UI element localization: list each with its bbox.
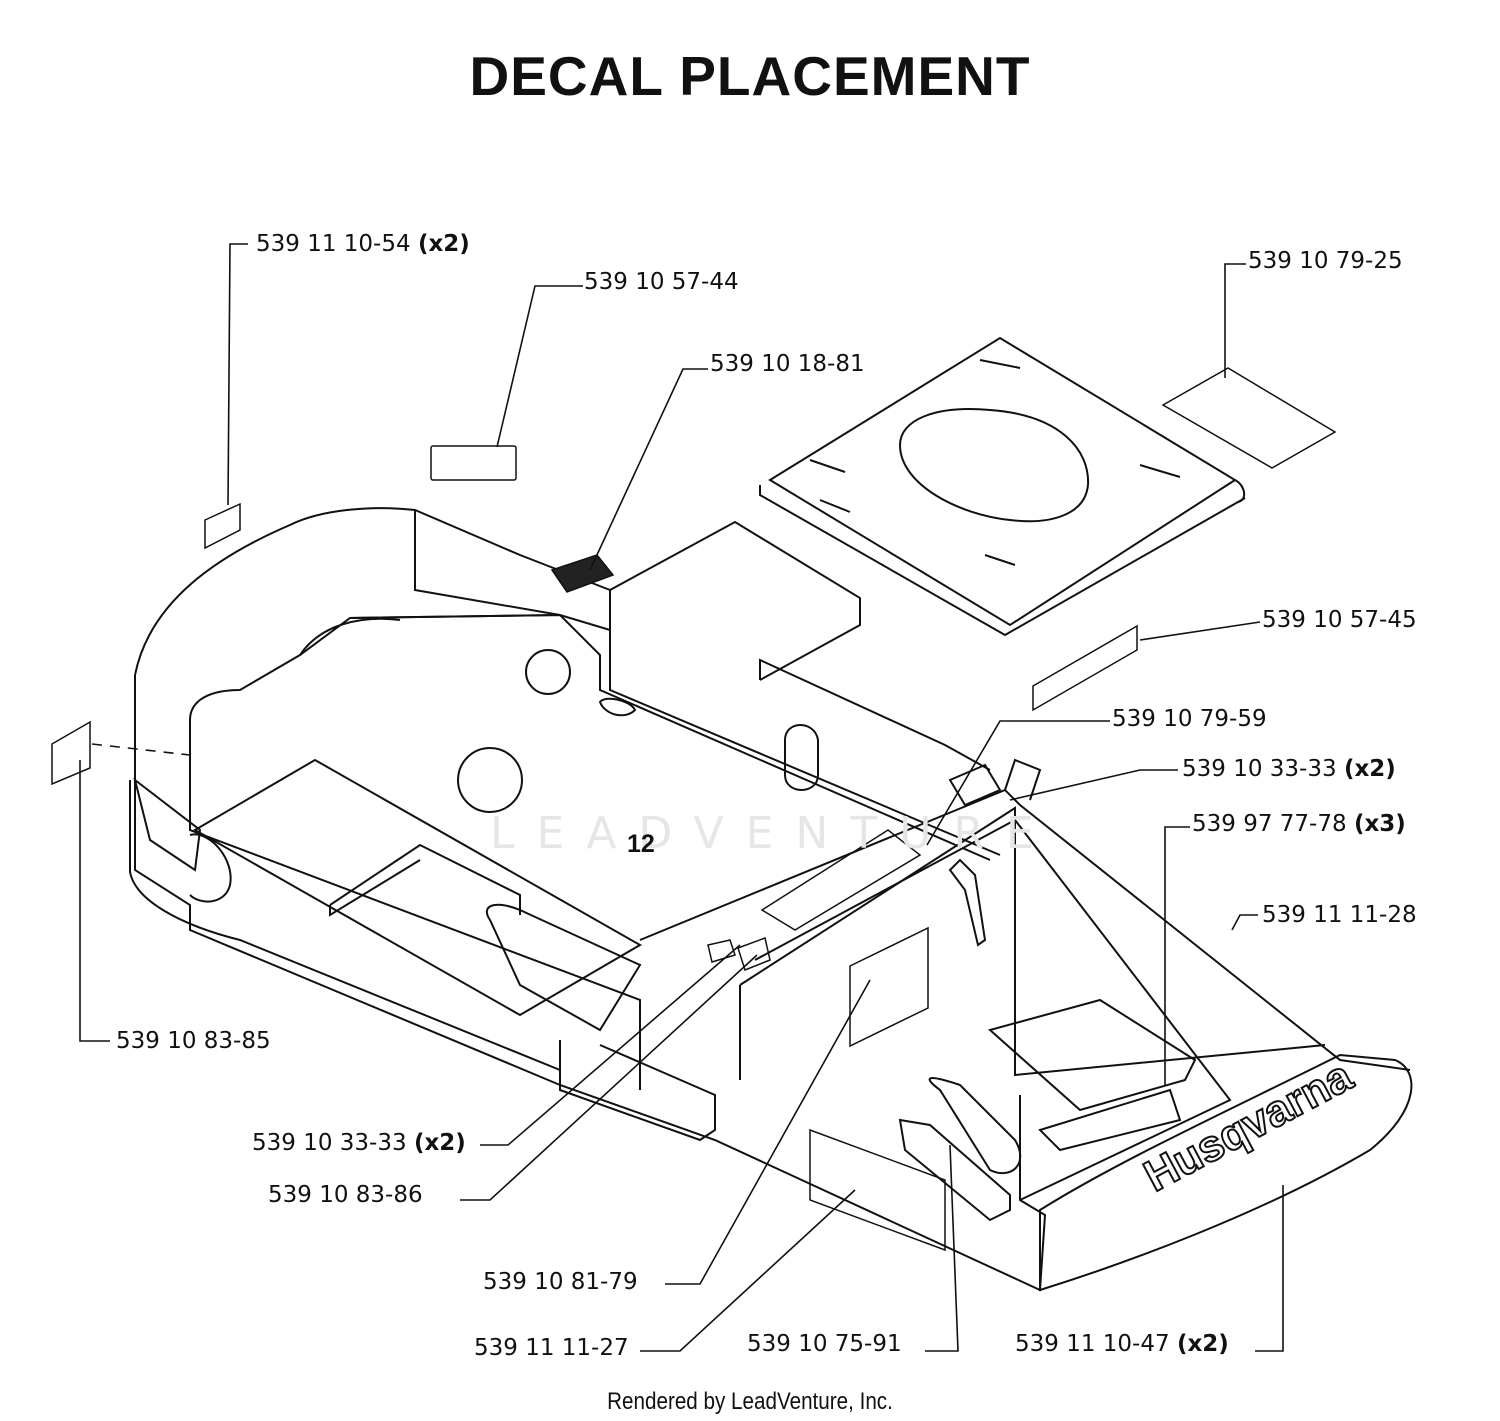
footer-credit: Rendered by LeadVenture, Inc. bbox=[607, 1388, 893, 1415]
label-539-10-79-59: 539 10 79-59 bbox=[1112, 706, 1267, 732]
label-539-10-33-33-left: 539 10 33-33 (x2) bbox=[252, 1130, 466, 1156]
label-539-10-83-85: 539 10 83-85 bbox=[116, 1028, 271, 1054]
label-539-11-10-54: 539 11 10-54 (x2) bbox=[256, 231, 470, 257]
label-539-10-57-44: 539 10 57-44 bbox=[584, 269, 739, 295]
watermark-text: LEADVENTURE bbox=[490, 808, 1056, 859]
leader-lines bbox=[79, 243, 1284, 1352]
label-539-11-10-47: 539 11 10-47 (x2) bbox=[1015, 1331, 1229, 1357]
label-539-97-77-78: 539 97 77-78 (x3) bbox=[1192, 811, 1406, 837]
label-539-10-75-91: 539 10 75-91 bbox=[747, 1331, 902, 1357]
label-539-10-18-81: 539 10 18-81 bbox=[710, 351, 865, 377]
callout-number: 12 bbox=[627, 830, 655, 858]
decal-shapes bbox=[51, 367, 1337, 1252]
mower-deck bbox=[129, 336, 1413, 1292]
label-539-10-81-79: 539 10 81-79 bbox=[483, 1269, 638, 1295]
label-539-11-11-28: 539 11 11-28 bbox=[1262, 902, 1417, 928]
label-539-10-57-45: 539 10 57-45 bbox=[1262, 607, 1417, 633]
label-539-10-79-25: 539 10 79-25 bbox=[1248, 248, 1403, 274]
label-539-10-83-86: 539 10 83-86 bbox=[268, 1182, 423, 1208]
label-539-10-33-33-right: 539 10 33-33 (x2) bbox=[1182, 756, 1396, 782]
page-title: DECAL PLACEMENT bbox=[469, 45, 1031, 107]
label-539-11-11-27: 539 11 11-27 bbox=[474, 1335, 629, 1361]
